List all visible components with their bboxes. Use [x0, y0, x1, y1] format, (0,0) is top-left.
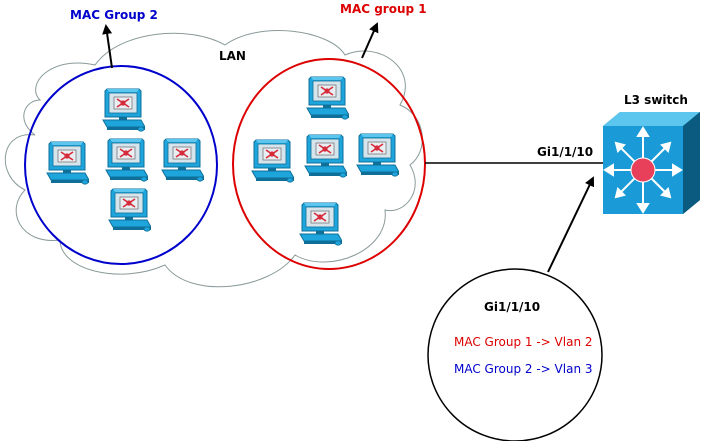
computer-icon — [46, 141, 89, 185]
computer-icon — [102, 88, 145, 132]
mac-group-1-ellipse — [232, 58, 426, 270]
lan-label: LAN — [219, 49, 246, 63]
mac-group-2-label: MAC Group 2 — [70, 8, 158, 22]
l3-switch-icon — [603, 112, 700, 214]
mapping-group-2: MAC Group 2 -> Vlan 3 — [454, 362, 593, 376]
computer-icon — [251, 139, 294, 183]
computer-icon — [105, 138, 148, 182]
mac-group-2-arrow — [102, 24, 113, 69]
l3-switch-label: L3 switch — [624, 93, 688, 107]
mapping-group-1: MAC Group 1 -> Vlan 2 — [454, 335, 593, 349]
computer-icon — [306, 76, 349, 120]
mac-group-2-ellipse — [24, 65, 218, 265]
computer-icon — [304, 134, 347, 178]
computer-icon — [108, 188, 151, 232]
callout-port-label: Gi1/1/10 — [484, 300, 540, 314]
port-callout-circle — [427, 268, 603, 442]
mac-group-1-arrow — [361, 22, 379, 59]
link-port-label: Gi1/1/10 — [537, 145, 593, 159]
computer-icon — [356, 133, 399, 177]
callout-arrow — [547, 176, 595, 273]
computer-icon — [299, 202, 342, 246]
computer-icon — [161, 138, 204, 182]
mac-group-1-label: MAC group 1 — [340, 2, 427, 16]
